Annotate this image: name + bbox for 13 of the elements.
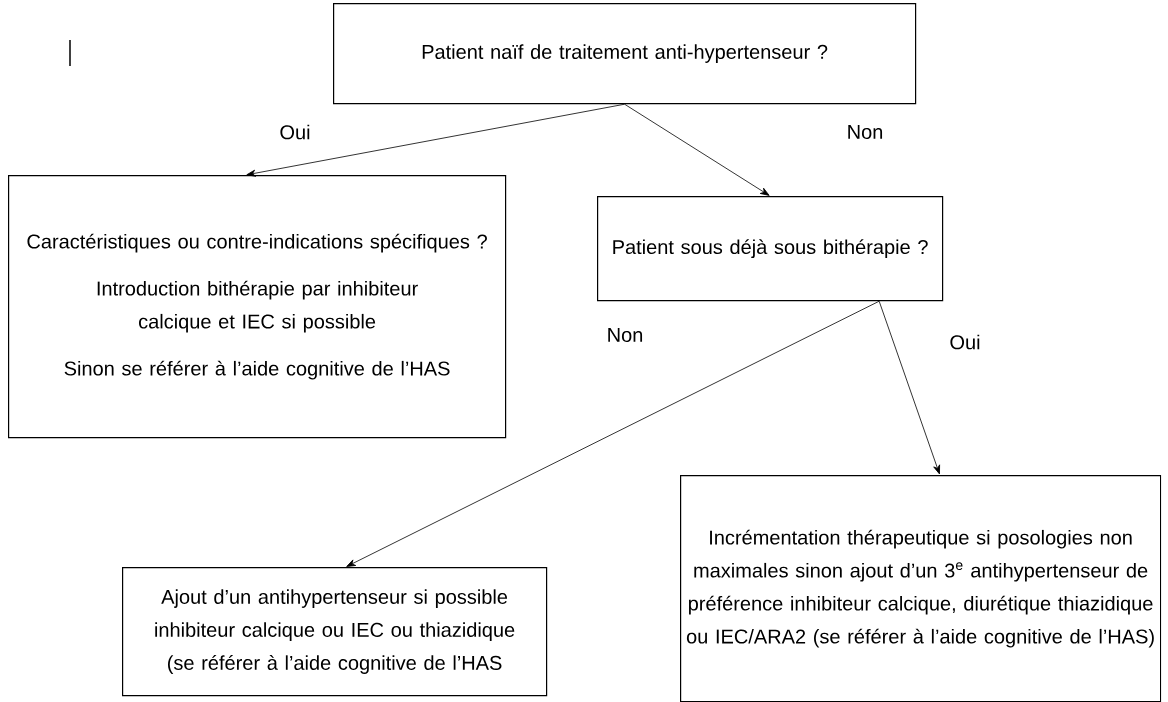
edge-label: Oui [947, 332, 983, 352]
process-box: Caractéristiques ou contre-indications spécifiques ? Introduction bithérapie par inhibiteur calcique et IEC si possible Sinon se référer à l’aide cognitive de l’HAS [8, 175, 507, 439]
edge-label: Non [844, 123, 886, 141]
edge-label: Oui [277, 122, 313, 142]
arrow [878, 300, 940, 475]
edge-label: Non [604, 326, 646, 344]
arrow [346, 300, 880, 567]
process-box: Patient sous déjà sous bithérapie ? [597, 196, 944, 302]
arrow [246, 103, 625, 177]
process-box: Patient naïf de traitement anti-hypertenseur ? [333, 3, 917, 105]
arrow [624, 103, 770, 196]
process-box: Incrémentation thérapeutique si posologies non maximales sinon ajout d’un 3$^{e}$ antihypertenseur de préférence inhibiteur calcique, diurétique thiazidique ou IEC/ARA2 (se référer à l’aide cognitive de l’HAS) [680, 475, 1162, 702]
process-box: Ajout d’un antihypertenseur si possible inhibiteur calcique ou IEC ou thiazidique (se référer à l’aide cognitive de l’HAS [122, 567, 548, 697]
